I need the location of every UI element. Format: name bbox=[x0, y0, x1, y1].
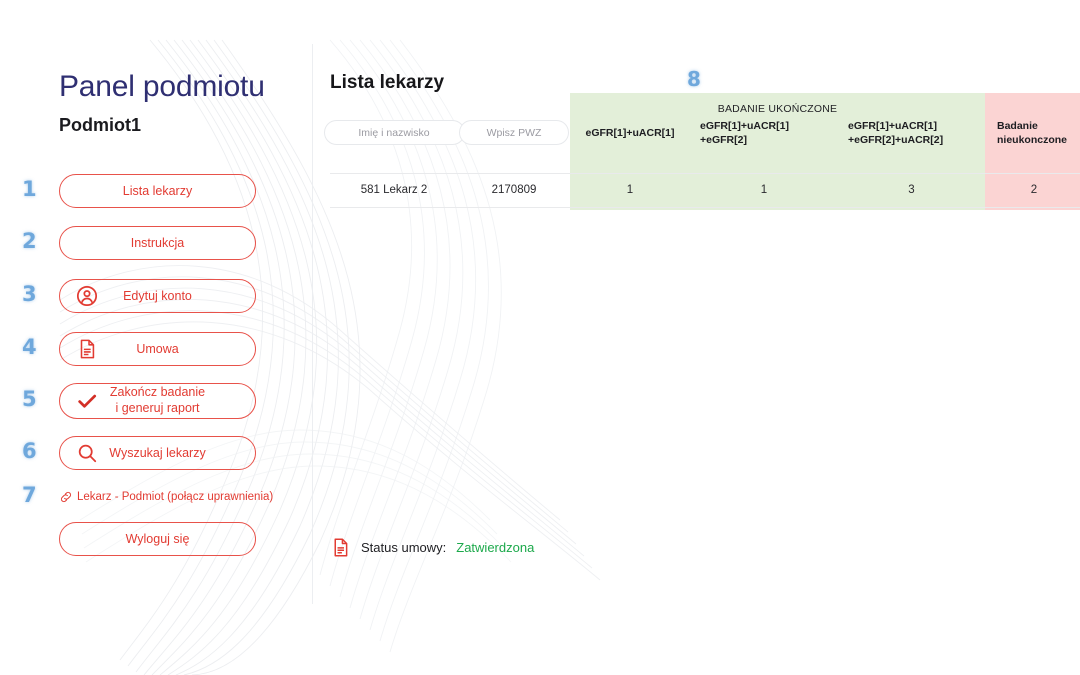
cell-unfinished: 2 bbox=[985, 172, 1080, 208]
column-header-metric-3: eGFR[1]+uACR[1] +eGFR[2]+uACR[2] bbox=[838, 93, 985, 173]
search-input-name[interactable] bbox=[323, 120, 465, 146]
column-header-name bbox=[323, 93, 465, 173]
doctors-table-wrapper: BADANIE UKOŃCZONE bbox=[323, 93, 1080, 210]
document-icon bbox=[76, 338, 98, 360]
sidebar-item-umowa[interactable]: Umowa bbox=[59, 332, 256, 366]
cell-metric-1: 1 bbox=[570, 172, 690, 208]
sidebar: Panel podmiotu Podmiot1 Lista lekarzy In… bbox=[0, 0, 312, 675]
user-circle-icon bbox=[76, 285, 98, 307]
cell-name: 581 Lekarz 2 bbox=[330, 172, 458, 208]
sidebar-item-lista-lekarzy[interactable]: Lista lekarzy bbox=[59, 174, 256, 208]
metric-3-line2: +eGFR[2]+uACR[2] bbox=[848, 133, 944, 146]
cell-metric-3: 3 bbox=[838, 172, 985, 208]
annotation-badge-4: 4 bbox=[22, 335, 37, 359]
sidebar-item-instrukcja[interactable]: Instrukcja bbox=[59, 226, 256, 260]
list-title: Lista lekarzy bbox=[330, 72, 445, 93]
sidebar-item-label: Wyloguj się bbox=[125, 531, 190, 546]
unfinished-line1: Badanie bbox=[997, 119, 1038, 132]
link-chain-icon bbox=[59, 490, 73, 504]
search-input-pwz[interactable] bbox=[459, 120, 569, 146]
cell-pwz: 2170809 bbox=[458, 172, 570, 208]
table-row[interactable]: 581 Lekarz 2 2170809 1 1 3 2 bbox=[330, 172, 1080, 208]
group-header-badanie-ukonczone: BADANIE UKOŃCZONE bbox=[717, 103, 838, 115]
sidebar-item-label: Lista lekarzy bbox=[122, 183, 193, 198]
sidebar-item-label: Wyszukaj lekarzy bbox=[109, 445, 206, 460]
annotation-badge-5: 5 bbox=[22, 387, 37, 411]
sidebar-item-label-line2: i generuj raport bbox=[115, 401, 200, 415]
sidebar-item-wyszukaj-lekarzy[interactable]: Wyszukaj lekarzy bbox=[59, 436, 256, 470]
link-lekarz-podmiot[interactable]: Lekarz - Podmiot (połącz uprawnienia) bbox=[59, 490, 273, 504]
annotation-badge-3: 3 bbox=[22, 282, 37, 306]
status-badge: Zatwierdzona bbox=[456, 540, 535, 555]
doctors-table: eGFR[1]+uACR[1] eGFR[1]+uACR[1] +eGFR[2]… bbox=[323, 93, 1080, 208]
column-header-metric-2: eGFR[1]+uACR[1] +eGFR[2] bbox=[690, 93, 838, 173]
annotation-badge-7: 7 bbox=[22, 483, 37, 507]
sidebar-item-label: Umowa bbox=[136, 341, 179, 356]
document-icon bbox=[330, 537, 351, 558]
link-label: Lekarz - Podmiot (połącz uprawnienia) bbox=[77, 491, 274, 503]
annotation-badge-1: 1 bbox=[22, 177, 37, 201]
page-title: Panel podmiotu bbox=[59, 70, 265, 103]
unfinished-line2: nieukonczone bbox=[997, 133, 1068, 146]
annotation-badge-6: 6 bbox=[22, 439, 37, 463]
entity-name: Podmiot1 bbox=[59, 115, 142, 135]
sidebar-item-label-line1: Zakończ badanie bbox=[109, 385, 206, 400]
metric-3-line1: eGFR[1]+uACR[1] bbox=[848, 119, 937, 132]
column-header-unfinished: Badanie nieukonczone bbox=[985, 93, 1080, 173]
sidebar-item-label: Edytuj konto bbox=[123, 288, 192, 303]
search-icon bbox=[76, 442, 98, 464]
annotation-badge-2: 2 bbox=[22, 229, 37, 253]
sidebar-item-wyloguj-sie[interactable]: Wyloguj się bbox=[59, 522, 256, 556]
sidebar-item-zakoncz-badanie[interactable]: Zakończ badanie i generuj raport bbox=[59, 383, 256, 419]
main-content: Lista lekarzy BADANIE UKOŃCZONE bbox=[312, 0, 1080, 675]
metric-2-line1: eGFR[1]+uACR[1] bbox=[700, 119, 789, 132]
annotation-badge-8: 8 bbox=[687, 67, 701, 91]
status-label: Status umowy: bbox=[361, 540, 447, 555]
column-header-metric-1: eGFR[1]+uACR[1] bbox=[585, 126, 675, 139]
contract-status: Status umowy: Zatwierdzona bbox=[330, 537, 534, 558]
metric-2-line2: +eGFR[2] bbox=[700, 133, 747, 146]
column-header-pwz bbox=[458, 93, 570, 173]
table-header-row: eGFR[1]+uACR[1] eGFR[1]+uACR[1] +eGFR[2]… bbox=[323, 93, 1080, 173]
sidebar-item-edytuj-konto[interactable]: Edytuj konto bbox=[59, 279, 256, 313]
sidebar-item-label: Instrukcja bbox=[130, 235, 185, 250]
check-icon bbox=[76, 390, 98, 412]
cell-metric-2: 1 bbox=[690, 172, 838, 208]
